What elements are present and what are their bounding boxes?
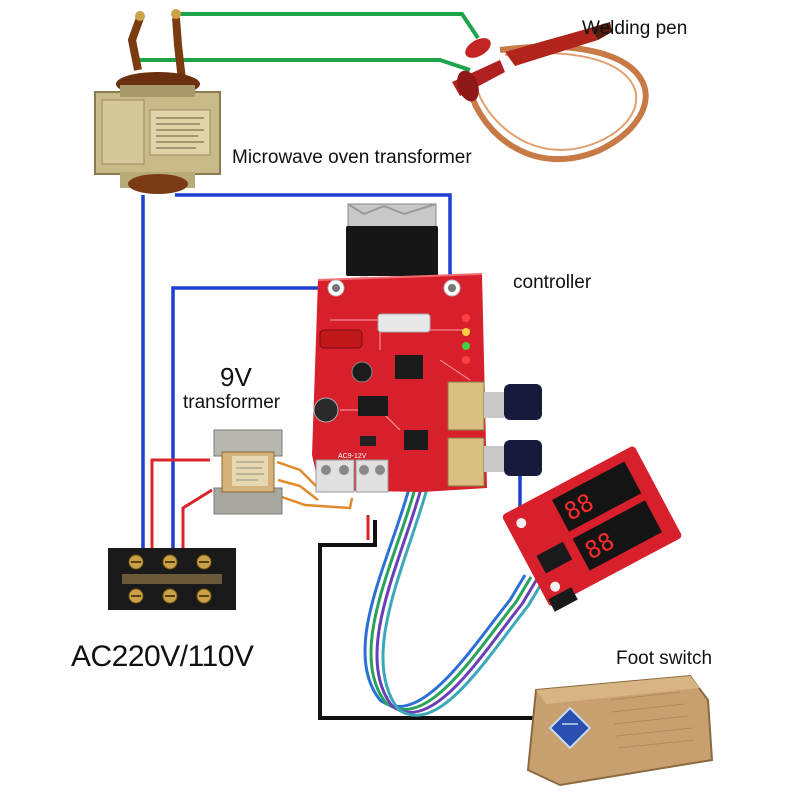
foot-switch xyxy=(526,674,714,787)
terminal-label: AC9-12V xyxy=(338,453,367,460)
ribbon-cable xyxy=(363,484,545,717)
mains-voltage-label: AC220V/110V xyxy=(71,640,254,673)
blue-wires xyxy=(141,193,522,550)
controller-board: AC9-12V xyxy=(312,203,542,493)
orange-wires xyxy=(275,460,354,510)
mains-terminal-strip xyxy=(108,548,236,610)
welding-pen xyxy=(452,22,649,163)
nine-volt-label: 9V xyxy=(220,362,252,392)
transformer-label: transformer xyxy=(183,392,281,413)
controller-label: controller xyxy=(513,272,592,293)
welding-pen-label: Welding pen xyxy=(582,18,688,39)
nine-volt-transformer xyxy=(213,429,283,515)
display-board: 88 88 xyxy=(502,446,682,612)
red-wires xyxy=(150,458,213,548)
microwave-transformer-label: Microwave oven transformer xyxy=(232,147,472,168)
microwave-oven-transformer xyxy=(94,9,221,194)
foot-switch-label: Foot switch xyxy=(616,648,713,669)
foot-switch-wire-black xyxy=(318,520,540,720)
pen-wires-green xyxy=(137,12,480,72)
